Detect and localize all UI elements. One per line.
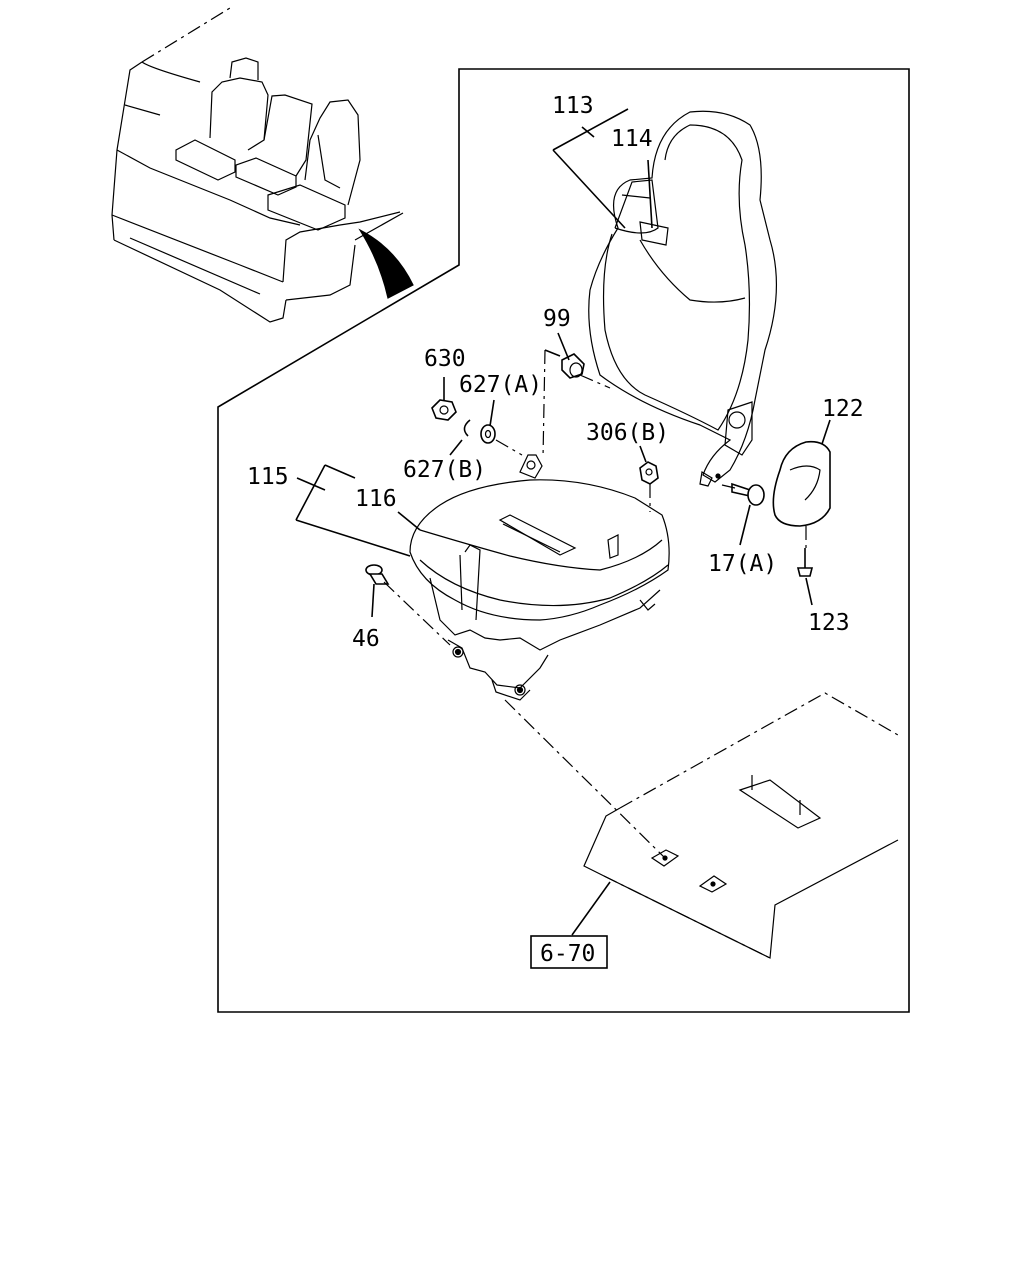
cover-122	[772, 440, 831, 527]
label-627b: 627(B)	[403, 457, 486, 483]
floor-panel	[583, 692, 899, 959]
label-114: 114	[611, 126, 653, 152]
bolt-46	[365, 564, 390, 585]
bolt-17a	[731, 482, 765, 506]
label-116: 116	[355, 486, 397, 512]
nut-630	[431, 399, 457, 421]
label-17a: 17(A)	[708, 551, 777, 577]
seat-cushion-assembly	[409, 454, 670, 701]
seat-cushion-outline	[409, 479, 670, 621]
label-306b: 306(B)	[586, 420, 669, 446]
clip-627b	[463, 419, 471, 437]
screw-123	[796, 548, 814, 577]
inset-arrow	[358, 228, 414, 299]
label-46: 46	[352, 626, 380, 652]
label-122: 122	[822, 396, 864, 422]
seat-back-assembly	[588, 110, 778, 487]
label-123: 123	[808, 610, 850, 636]
reference-box[interactable]	[530, 935, 608, 969]
washer-627a	[480, 424, 496, 444]
reference-box-label: 6-70	[540, 941, 595, 967]
leader-lines	[295, 108, 831, 936]
cab-inset-illustration	[111, 7, 414, 323]
cap-99	[561, 353, 585, 379]
label-99: 99	[543, 306, 571, 332]
label-627a: 627(A)	[459, 372, 542, 398]
diagram-frame	[217, 68, 910, 1013]
label-115: 115	[247, 464, 289, 490]
label-630: 630	[424, 346, 466, 372]
nut-306b	[639, 461, 659, 485]
seat-back-outline	[588, 110, 778, 483]
label-113: 113	[552, 93, 594, 119]
